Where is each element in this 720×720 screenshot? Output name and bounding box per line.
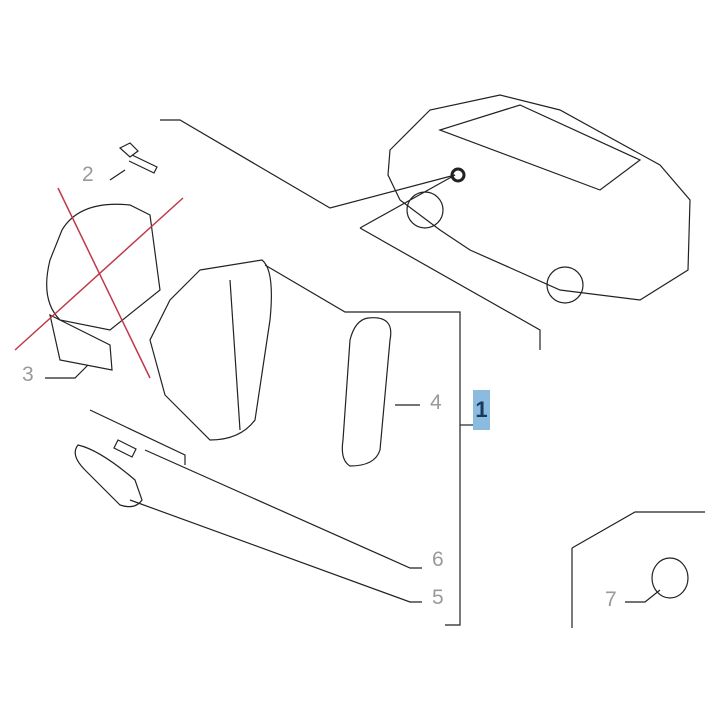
leader-car-2 bbox=[359, 174, 541, 350]
vehicle-illustration bbox=[387, 94, 691, 301]
callout-5: 5 bbox=[432, 586, 444, 609]
mirror-housing-part bbox=[149, 259, 272, 441]
cap-part bbox=[651, 557, 689, 599]
leader-3 bbox=[45, 364, 89, 379]
callout-7: 7 bbox=[605, 588, 617, 611]
callout-4: 4 bbox=[430, 391, 442, 414]
mirror-glass-part bbox=[341, 317, 392, 467]
leader-assembly bbox=[264, 264, 461, 626]
leader-6 bbox=[144, 449, 422, 569]
leader-5 bbox=[129, 499, 422, 603]
cover-part bbox=[46, 203, 161, 331]
bulb-part bbox=[113, 439, 137, 458]
callout-1-highlighted[interactable]: 1 bbox=[473, 390, 490, 430]
leader-7-frame bbox=[571, 511, 705, 549]
leader-2 bbox=[109, 169, 126, 181]
turn-signal-lens-part bbox=[74, 444, 143, 508]
callout-3: 3 bbox=[22, 363, 34, 386]
screw-part bbox=[118, 142, 158, 174]
leader-car bbox=[160, 119, 456, 209]
strike-through-mark bbox=[14, 187, 184, 379]
leader-7 bbox=[625, 589, 661, 603]
callout-2: 2 bbox=[82, 163, 94, 186]
callout-6: 6 bbox=[432, 548, 444, 571]
